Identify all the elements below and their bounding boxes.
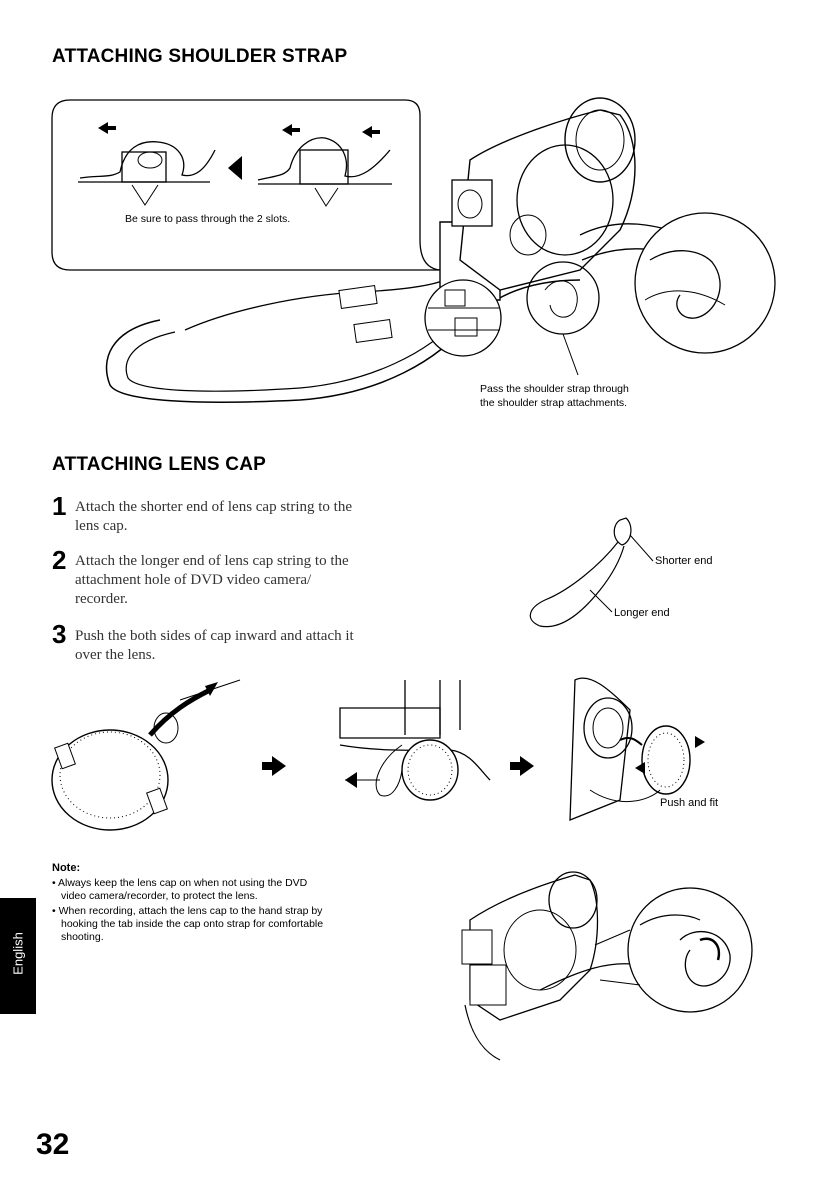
note-item-2-line-2: hooking the tab inside the cap onto stra… bbox=[61, 918, 324, 930]
label-longer-end: Longer end bbox=[614, 607, 670, 619]
bullet-icon: • bbox=[52, 877, 59, 889]
label-push-and-fit: Push and fit bbox=[660, 797, 719, 809]
callout-text-line-1: Pass the shoulder strap through bbox=[480, 383, 629, 395]
side-tab-label: English bbox=[10, 932, 26, 975]
step-2-number: 2 bbox=[52, 545, 67, 575]
note-item-1-line-1: Always keep the lens cap on when not usi… bbox=[58, 877, 308, 889]
note-title: Note: bbox=[52, 862, 81, 874]
step-2-line-2: attachment hole of DVD video camera/ bbox=[75, 572, 312, 588]
note-item-2: • When recording, attach the lens cap to… bbox=[52, 905, 323, 944]
step-3-number: 3 bbox=[52, 619, 67, 649]
note-item-1: • Always keep the lens cap on when not u… bbox=[52, 877, 307, 903]
step-1-line-2: lens cap. bbox=[75, 518, 128, 534]
step-1-number: 1 bbox=[52, 491, 67, 521]
bullet-icon: • bbox=[52, 905, 59, 917]
note-item-2-line-1: When recording, attach the lens cap to t… bbox=[58, 905, 323, 917]
section-title-shoulder-strap: ATTACHING SHOULDER STRAP bbox=[52, 46, 348, 67]
shoulder-strap-illustration bbox=[51, 97, 776, 403]
step-1-line-1: Attach the shorter end of lens cap strin… bbox=[75, 499, 353, 515]
step-3-line-2: over the lens. bbox=[75, 647, 156, 663]
note-item-2-line-3: shooting. bbox=[61, 931, 104, 943]
callout-text-line-2: the shoulder strap attachments. bbox=[480, 397, 628, 409]
section-title-lens-cap: ATTACHING LENS CAP bbox=[52, 454, 267, 475]
label-shorter-end: Shorter end bbox=[655, 555, 713, 567]
page-number: 32 bbox=[36, 1128, 70, 1161]
step-3-line-1: Push the both sides of cap inward and at… bbox=[75, 628, 354, 644]
inset-caption: Be sure to pass through the 2 slots. bbox=[125, 213, 291, 225]
note-item-1-line-2: video camera/recorder, to protect the le… bbox=[61, 890, 258, 902]
step-2-line-1: Attach the longer end of lens cap string… bbox=[75, 553, 349, 569]
step-2-line-3: recorder. bbox=[75, 591, 128, 607]
language-side-tab: English bbox=[0, 898, 36, 1014]
